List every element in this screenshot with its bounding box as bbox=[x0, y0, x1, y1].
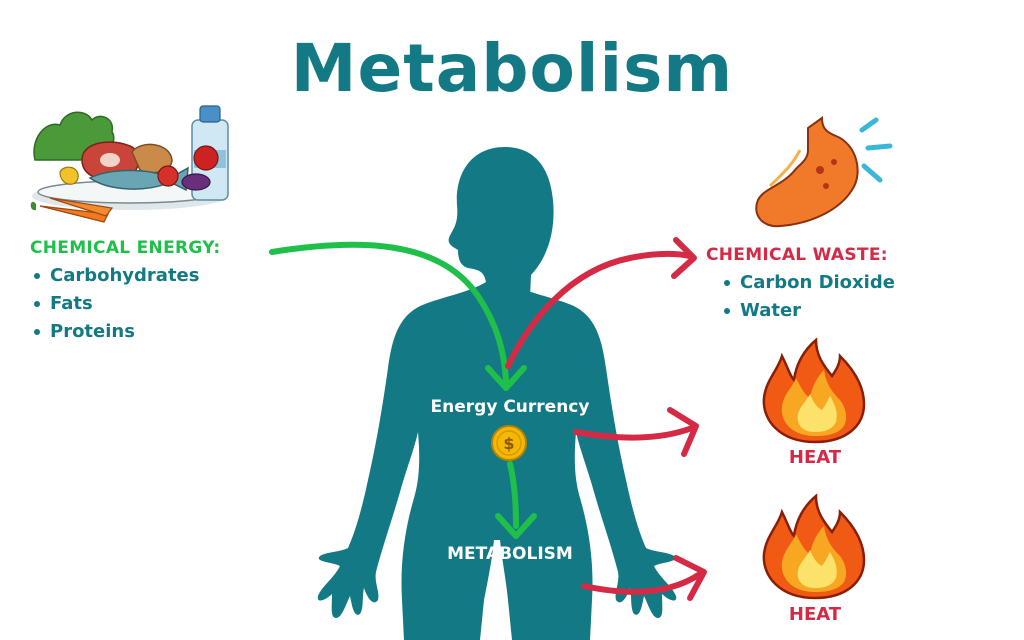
chemical-energy-heading: CHEMICAL ENERGY: bbox=[30, 238, 221, 258]
metabolism-arrowhead bbox=[495, 513, 537, 539]
heat-arrowhead-upper bbox=[667, 407, 699, 457]
energy-input-arrowhead bbox=[485, 365, 527, 391]
page-title: Metabolism bbox=[290, 30, 734, 107]
heat-label-lower: HEAT bbox=[788, 604, 842, 625]
heat-arrow-lower bbox=[581, 571, 703, 595]
coin-symbol: $ bbox=[503, 434, 514, 453]
chemical-energy-list: Carbohydrates Fats Proteins bbox=[30, 262, 221, 346]
energy-input-arrow bbox=[269, 241, 509, 383]
waste-arrowhead bbox=[671, 237, 697, 279]
heat-arrowhead-lower bbox=[673, 555, 707, 601]
list-item: Fats bbox=[30, 290, 221, 318]
metabolism-label: METABOLISM bbox=[447, 544, 573, 564]
fire-icon bbox=[762, 337, 866, 444]
waste-arrow bbox=[505, 251, 693, 369]
chemical-waste-list: Carbon Dioxide Water bbox=[706, 269, 895, 325]
list-item: Carbohydrates bbox=[30, 262, 221, 290]
heat-arrow-upper bbox=[573, 425, 695, 441]
stomach-icon bbox=[755, 116, 893, 228]
chemical-waste-heading: CHEMICAL WASTE: bbox=[706, 245, 888, 265]
metabolism-arrow bbox=[507, 461, 519, 529]
coin-icon: $ bbox=[491, 425, 527, 461]
heat-label-upper: HEAT bbox=[788, 447, 842, 468]
chemical-waste-block: CHEMICAL WASTE: Carbon Dioxide Water bbox=[706, 245, 895, 325]
list-item: Proteins bbox=[30, 318, 221, 346]
list-item: Carbon Dioxide bbox=[720, 269, 895, 297]
list-item: Water bbox=[720, 297, 895, 325]
food-plate-icon bbox=[30, 105, 229, 223]
energy-currency-label: Energy Currency bbox=[430, 397, 590, 417]
fire-icon bbox=[762, 493, 866, 600]
chemical-energy-block: CHEMICAL ENERGY: Carbohydrates Fats Prot… bbox=[30, 238, 221, 346]
human-body-silhouette bbox=[317, 147, 677, 640]
